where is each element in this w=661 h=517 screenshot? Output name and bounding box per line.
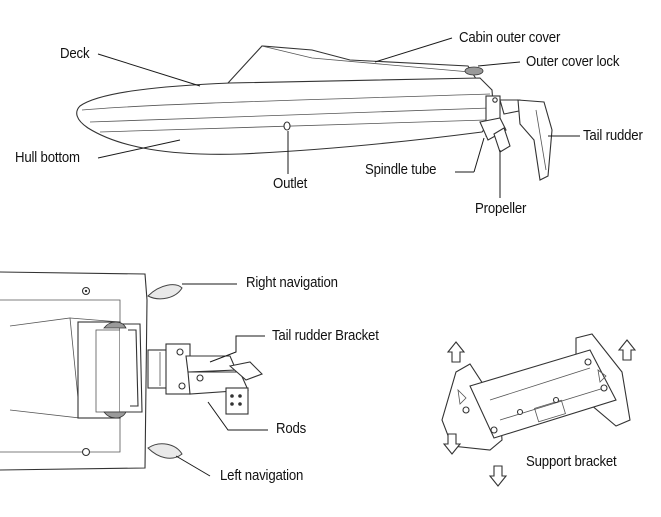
tail-rudder-part — [517, 99, 553, 181]
support-bracket-drawing — [441, 333, 631, 451]
arrow-up-icon — [617, 339, 637, 361]
propeller-part — [493, 127, 511, 153]
label-propeller: Propeller — [475, 200, 527, 217]
outer-cover-lock-knob — [464, 66, 484, 76]
label-rods: Rods — [276, 420, 307, 437]
leader-lines-top — [97, 37, 580, 198]
label-outlet: Outlet — [273, 175, 308, 192]
outlet-hole — [283, 121, 291, 131]
boat-top-view — [0, 271, 263, 471]
right-navigation-light — [147, 284, 183, 300]
label-cabin-outer-cover: Cabin outer cover — [459, 29, 561, 46]
arrow-down-icon — [442, 433, 462, 455]
leader-lines-middle — [175, 283, 268, 477]
label-support-bracket: Support bracket — [526, 453, 617, 470]
label-tail-rudder: Tail rudder — [583, 127, 643, 144]
label-spindle-tube: Spindle tube — [365, 161, 437, 178]
arrow-up-icon — [446, 341, 466, 363]
left-navigation-light — [147, 443, 183, 459]
label-tail-rudder-bracket: Tail rudder Bracket — [272, 327, 379, 344]
tail-rudder-bracket-part — [147, 343, 263, 415]
label-hull-bottom: Hull bottom — [15, 149, 80, 166]
label-deck: Deck — [60, 45, 90, 62]
label-outer-cover-lock: Outer cover lock — [526, 53, 620, 70]
label-left-navigation: Left navigation — [220, 467, 304, 484]
boat-hull — [76, 77, 495, 155]
label-right-navigation: Right navigation — [246, 274, 338, 291]
spindle-tube-part — [479, 117, 507, 141]
boat-side-view — [76, 45, 553, 181]
cabin-canopy — [226, 45, 479, 84]
arrow-down-icon — [488, 465, 508, 487]
